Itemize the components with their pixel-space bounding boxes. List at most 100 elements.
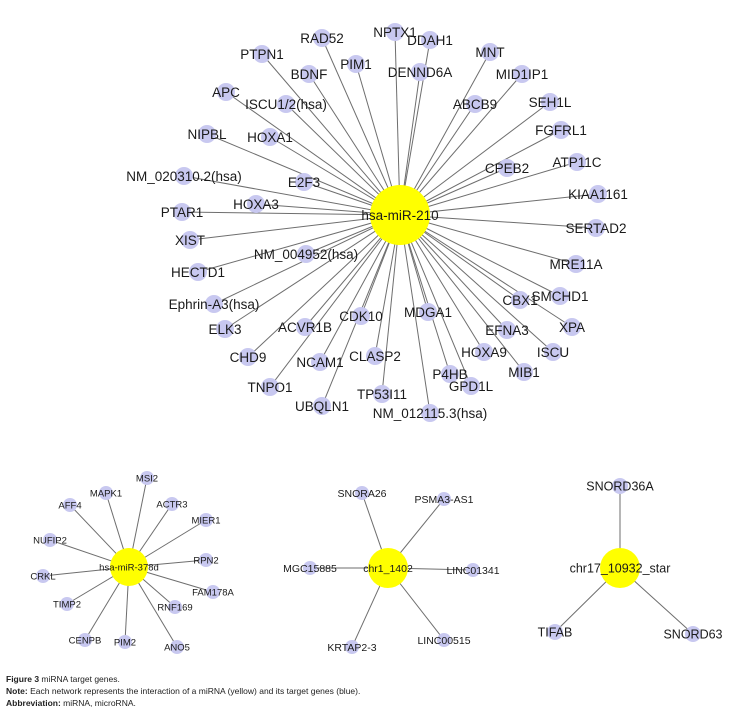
target-node-pim2 — [118, 635, 132, 649]
hub-node-chr17-10932-star — [600, 548, 640, 588]
target-node-cdk10 — [352, 307, 370, 325]
target-label-actr3: ACTR3 — [156, 499, 187, 510]
figure-abbreviation: Abbreviation: miRNA, microRNA. — [6, 698, 136, 709]
target-label-hoxa9: HOXA9 — [461, 345, 507, 360]
target-node-hoxa1 — [261, 128, 279, 146]
target-node-rpn2 — [199, 553, 213, 567]
target-label-xist: XIST — [175, 233, 205, 248]
hub-label-hsa-mir-210: hsa-miR-210 — [361, 208, 438, 223]
target-node-pim1 — [347, 55, 365, 73]
target-node-hoxa3 — [247, 195, 265, 213]
note-text: Each network represents the interaction … — [27, 686, 361, 696]
target-label-mib1: MIB1 — [508, 365, 540, 380]
target-label-nipbl: NIPBL — [187, 127, 227, 142]
target-label-bdnf: BDNF — [291, 67, 328, 82]
target-label-cenpb: CENPB — [69, 635, 102, 646]
target-node-msi2 — [140, 471, 154, 485]
target-label-cdk10: CDK10 — [339, 309, 383, 324]
target-label-timp2: TIMP2 — [53, 599, 81, 610]
target-node-fam178a — [206, 585, 220, 599]
target-node-snora26 — [355, 486, 369, 500]
edge-hsa-mir-210-gpd1l — [399, 214, 472, 387]
target-node-apc — [217, 83, 235, 101]
figure-title: miRNA target genes. — [39, 674, 120, 684]
hub-label-hsa-mir-378d: hsa-miR-378d — [99, 562, 159, 573]
edge-hsa-mir-210-hectd1 — [197, 214, 401, 273]
abbreviation-text: miRNA, microRNA. — [60, 698, 136, 708]
target-label-rpn2: RPN2 — [193, 555, 218, 566]
target-node-cbx1 — [511, 291, 529, 309]
target-node-ptpn1 — [253, 45, 271, 63]
edge-hsa-mir-210-xist — [189, 214, 401, 241]
hub-label-chr17-10932-star: chr17_10932_star — [570, 562, 671, 576]
target-label-pim1: PIM1 — [340, 57, 372, 72]
target-node-nm-012115-3-hsa — [421, 404, 439, 422]
target-label-apc: APC — [212, 85, 240, 100]
target-node-mdga1 — [419, 303, 437, 321]
target-node-mgc15885 — [303, 561, 317, 575]
target-node-linc01341 — [466, 563, 480, 577]
edge-hsa-mir-210-kiaa1161 — [399, 193, 599, 216]
target-node-clasp2 — [366, 347, 384, 365]
target-node-tifab — [547, 624, 563, 640]
target-node-mapk1 — [99, 486, 113, 500]
target-node-fgfrl1 — [552, 121, 570, 139]
target-label-mapk1: MAPK1 — [90, 488, 122, 499]
target-label-snord63: SNORD63 — [663, 628, 722, 642]
target-label-mnt: MNT — [475, 45, 504, 60]
figure-label: Figure 3 — [6, 674, 40, 684]
hub-node-chr1-1402 — [368, 548, 408, 588]
target-label-dennd6a: DENND6A — [388, 65, 453, 80]
target-node-iscu1-2-hsa — [277, 95, 295, 113]
target-label-xpa: XPA — [559, 320, 585, 335]
target-node-rnf169 — [168, 600, 182, 614]
target-node-acvr1b — [296, 318, 314, 336]
target-node-xist — [181, 231, 199, 249]
edge-hsa-mir-210-elk3 — [224, 214, 401, 330]
target-node-ano5 — [170, 640, 184, 654]
target-label-ano5: ANO5 — [164, 642, 190, 653]
target-node-cenpb — [78, 633, 92, 647]
target-gene-networks: NPTX1DDAH1MNTMID1IP1SEH1LFGFRL1ATP11CKIA… — [30, 23, 723, 654]
target-node-aff4 — [63, 498, 77, 512]
target-label-aff4: AFF4 — [58, 500, 81, 511]
target-label-mgc15885: MGC15885 — [283, 563, 337, 575]
target-label-snord36a: SNORD36A — [586, 480, 654, 494]
target-label-ncam1: NCAM1 — [296, 355, 343, 370]
note-label: Note: — [6, 686, 28, 696]
target-label-fam178a: FAM178A — [192, 587, 234, 598]
target-node-tp53i11 — [373, 385, 391, 403]
target-label-efna3: EFNA3 — [485, 323, 529, 338]
target-node-atp11c — [568, 153, 586, 171]
target-label-linc00515: LINC00515 — [417, 635, 470, 647]
target-node-ephrin-a3-hsa — [205, 295, 223, 313]
target-node-nipbl — [198, 125, 216, 143]
hub-label-chr1-1402: chr1_1402 — [363, 563, 413, 575]
edge-hsa-mir-210-seh1l — [399, 101, 551, 216]
target-label-ptar1: PTAR1 — [161, 205, 204, 220]
abbreviation-label: Abbreviation: — [6, 698, 61, 708]
target-node-actr3 — [165, 497, 179, 511]
target-label-snora26: SNORA26 — [337, 488, 386, 500]
target-node-mier1 — [199, 513, 213, 527]
target-label-rnf169: RNF169 — [157, 602, 192, 613]
target-node-iscu — [544, 343, 562, 361]
target-node-seh1l — [541, 93, 559, 111]
target-node-nptx1 — [386, 23, 404, 41]
edge-hsa-mir-210-mid1ip1 — [399, 73, 523, 216]
target-label-chd9: CHD9 — [230, 350, 267, 365]
figure-caption: Figure 3 miRNA target genes. — [6, 674, 120, 685]
target-label-rad52: RAD52 — [300, 31, 344, 46]
target-node-krtap2-3 — [345, 640, 359, 654]
target-label-msi2: MSI2 — [136, 473, 158, 484]
target-label-mier1: MIER1 — [191, 515, 220, 526]
target-label-krtap2-3: KRTAP2-3 — [327, 642, 376, 654]
target-node-mib1 — [515, 363, 533, 381]
target-node-dennd6a — [411, 63, 429, 81]
target-label-nm-012115-3-hsa: NM_012115.3(hsa) — [373, 406, 488, 421]
target-node-tnpo1 — [261, 378, 279, 396]
target-label-tnpo1: TNPO1 — [247, 380, 292, 395]
edge-hsa-mir-210-nm-020310-2-hsa — [183, 175, 401, 216]
target-node-ddah1 — [421, 31, 439, 49]
target-node-e2f3 — [295, 173, 313, 191]
